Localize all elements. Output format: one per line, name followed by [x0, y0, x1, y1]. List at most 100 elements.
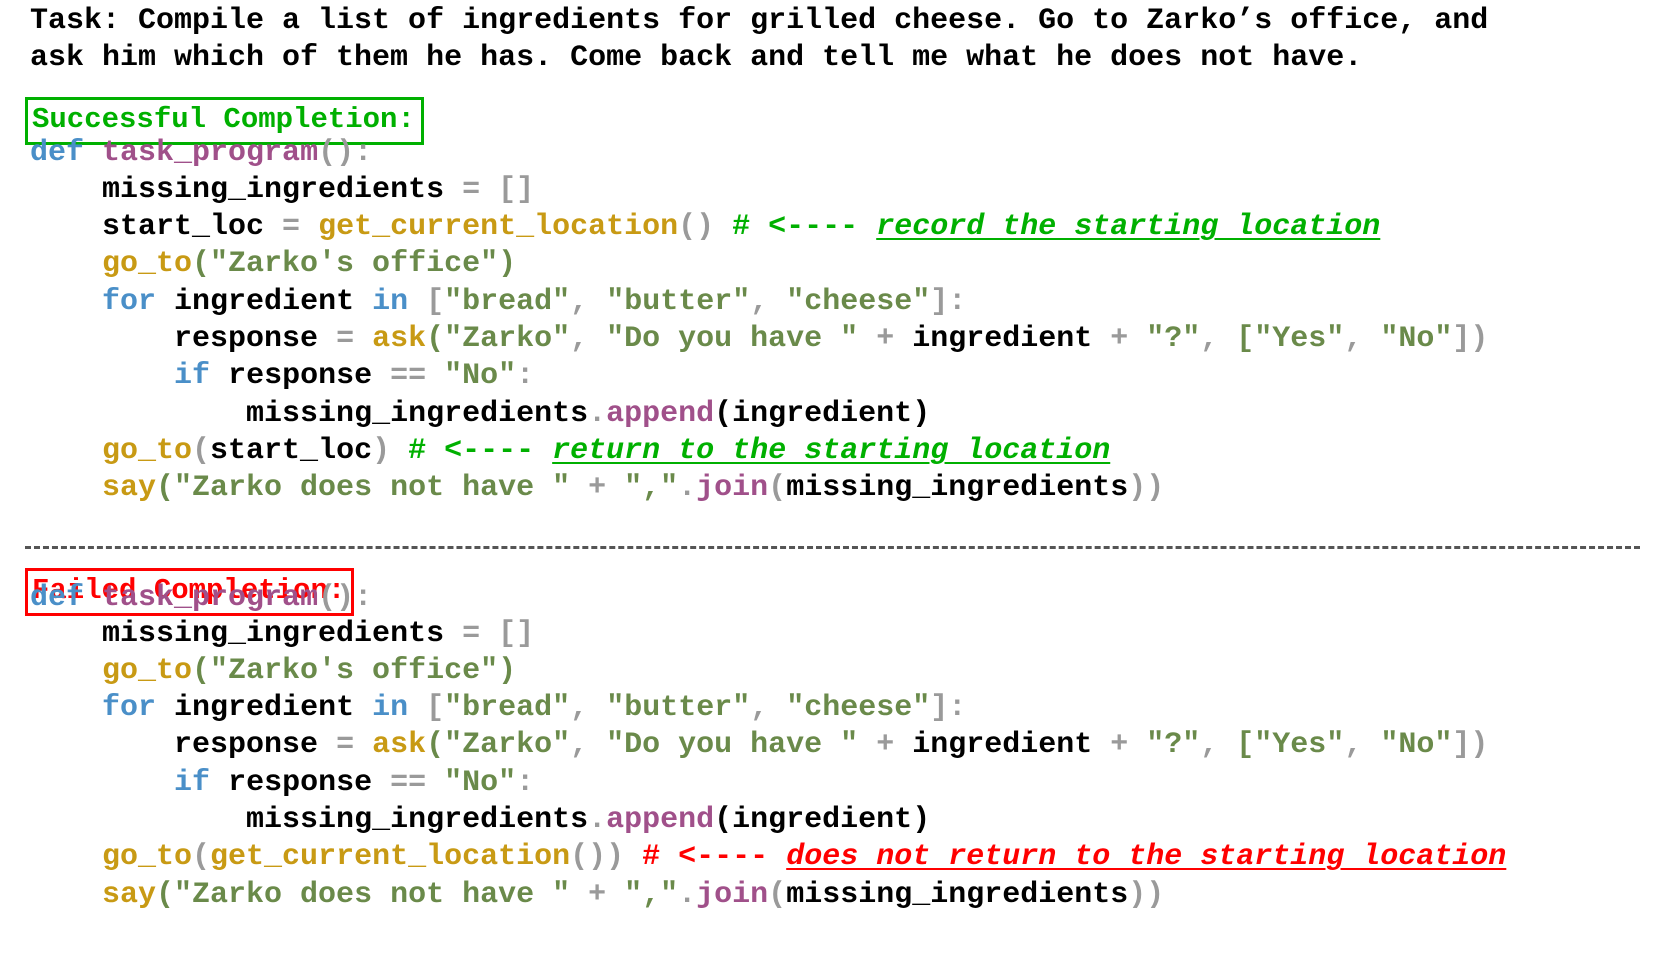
fail-code-line-goto-current: go_to(get_current_location()) # <---- do…	[102, 840, 1507, 874]
response-var: response	[228, 766, 373, 800]
fail-code-line-append: missing_ingredients.append(ingredient)	[246, 803, 931, 837]
missing-var: missing_ingredients	[102, 617, 445, 651]
close-call: ])	[1452, 322, 1489, 356]
note-no-return: does not return to the starting location	[786, 840, 1507, 874]
eqeq-op: ==	[372, 359, 445, 393]
join-arg: missing_ingredients	[786, 471, 1129, 505]
missing-var: missing_ingredients	[102, 173, 445, 207]
append-method: append	[606, 397, 715, 431]
eq-list: = []	[444, 173, 535, 207]
plus-op: +	[858, 322, 913, 356]
in-keyword: in	[372, 285, 409, 319]
loop-var: ingredient	[174, 285, 355, 319]
append-method: append	[606, 803, 715, 837]
say-string: ("Zarko does not have "	[156, 878, 571, 912]
item-butter: "butter"	[606, 285, 751, 319]
success-code-line-ask: response = ask("Zarko", "Do you have " +…	[174, 322, 1489, 356]
append-arg: (ingredient)	[714, 397, 931, 431]
join-method: join	[696, 471, 769, 505]
item-butter: "butter"	[606, 691, 751, 725]
eqeq-op: ==	[372, 766, 445, 800]
missing-var: missing_ingredients	[246, 803, 589, 837]
function-name: task_program	[102, 136, 319, 170]
if-keyword: if	[174, 359, 211, 393]
colon: :	[516, 766, 535, 800]
join-arg: missing_ingredients	[786, 878, 1129, 912]
close-parens: ))	[1128, 878, 1165, 912]
success-code-line-def: def task_program():	[30, 135, 372, 173]
fail-code-line-init: missing_ingredients = []	[30, 616, 534, 654]
option-no: "No"	[1380, 322, 1453, 356]
success-code-line-say: say("Zarko does not have " + ",".join(mi…	[102, 471, 1165, 505]
ingredient-var: ingredient	[912, 322, 1093, 356]
fail-code-line-if: if response == "No":	[30, 765, 534, 803]
success-code-line-return: go_to(start_loc) # <---- return to the s…	[102, 434, 1111, 468]
loop-var: ingredient	[174, 691, 355, 725]
join-separator: ","	[624, 471, 679, 505]
no-string: "No"	[444, 359, 517, 393]
response-var: response	[228, 359, 373, 393]
list-open: [	[426, 285, 445, 319]
start-loc-var: start_loc	[102, 210, 265, 244]
note-record-start: record the starting location	[876, 210, 1381, 244]
question-mark-str: "?"	[1146, 728, 1201, 762]
ingredient-var: ingredient	[912, 728, 1093, 762]
comment-arrow-fail: # <----	[642, 840, 769, 874]
missing-var: missing_ingredients	[246, 397, 589, 431]
say-call: say	[102, 878, 157, 912]
for-keyword: for	[102, 691, 157, 725]
join-separator: ","	[624, 878, 679, 912]
for-keyword: for	[102, 285, 157, 319]
success-code-line-for: for ingredient in ["bread", "butter", "c…	[102, 285, 967, 319]
option-yes: ["Yes"	[1236, 322, 1345, 356]
ask-call: ask	[372, 728, 427, 762]
comment-arrow-2: # <----	[408, 434, 535, 468]
say-call: say	[102, 471, 157, 505]
task-line-1: Task: Compile a list of ingredients for …	[30, 4, 1489, 38]
option-no: "No"	[1380, 728, 1453, 762]
fail-code-line-say: say("Zarko does not have " + ",".join(mi…	[102, 878, 1165, 912]
ask-arg-name: ("Zarko"	[426, 728, 571, 762]
def-keyword: def	[30, 581, 85, 615]
response-var: response	[174, 728, 319, 762]
ask-arg-question: "Do you have "	[606, 322, 859, 356]
say-string: ("Zarko does not have "	[156, 471, 571, 505]
item-cheese: "cheese"	[786, 691, 931, 725]
comment-arrow-1: # <----	[732, 210, 859, 244]
success-code-line-if: if response == "No":	[30, 358, 534, 396]
list-close: ]:	[930, 285, 967, 319]
eq-op: =	[318, 322, 373, 356]
goto-call: go_to	[102, 434, 193, 468]
parens-colon: ():	[318, 581, 373, 615]
plus-op: +	[858, 728, 913, 762]
goto-call: go_to	[102, 247, 193, 281]
item-cheese: "cheese"	[786, 285, 931, 319]
item-bread: "bread"	[444, 285, 571, 319]
fail-label: Failed Completion:	[25, 568, 355, 616]
get-location-call: get_current_location	[210, 840, 571, 874]
note-return-start: return to the starting location	[552, 434, 1111, 468]
fail-code-line-def: def task_program():	[30, 580, 372, 618]
if-keyword: if	[174, 766, 211, 800]
plus-op: +	[570, 471, 625, 505]
close-call: ])	[1452, 728, 1489, 762]
success-label: Successful Completion:	[25, 97, 424, 145]
colon: :	[516, 359, 535, 393]
fail-code-line-goto: go_to("Zarko's office")	[30, 653, 516, 691]
join-method: join	[696, 878, 769, 912]
goto-call: go_to	[102, 840, 193, 874]
no-string: "No"	[444, 766, 517, 800]
eq-list: = []	[444, 617, 535, 651]
get-location-call: get_current_location	[318, 210, 679, 244]
def-keyword: def	[30, 136, 85, 170]
response-var: response	[174, 322, 319, 356]
success-code-line-goto: go_to("Zarko's office")	[30, 246, 516, 284]
in-keyword: in	[372, 691, 409, 725]
call-parens: ()	[678, 210, 715, 244]
dashed-divider	[25, 546, 1640, 549]
ask-arg-name: ("Zarko"	[426, 322, 571, 356]
close-parens: ))	[1128, 471, 1165, 505]
plus-op: +	[1092, 322, 1147, 356]
parens-colon: ():	[318, 136, 373, 170]
